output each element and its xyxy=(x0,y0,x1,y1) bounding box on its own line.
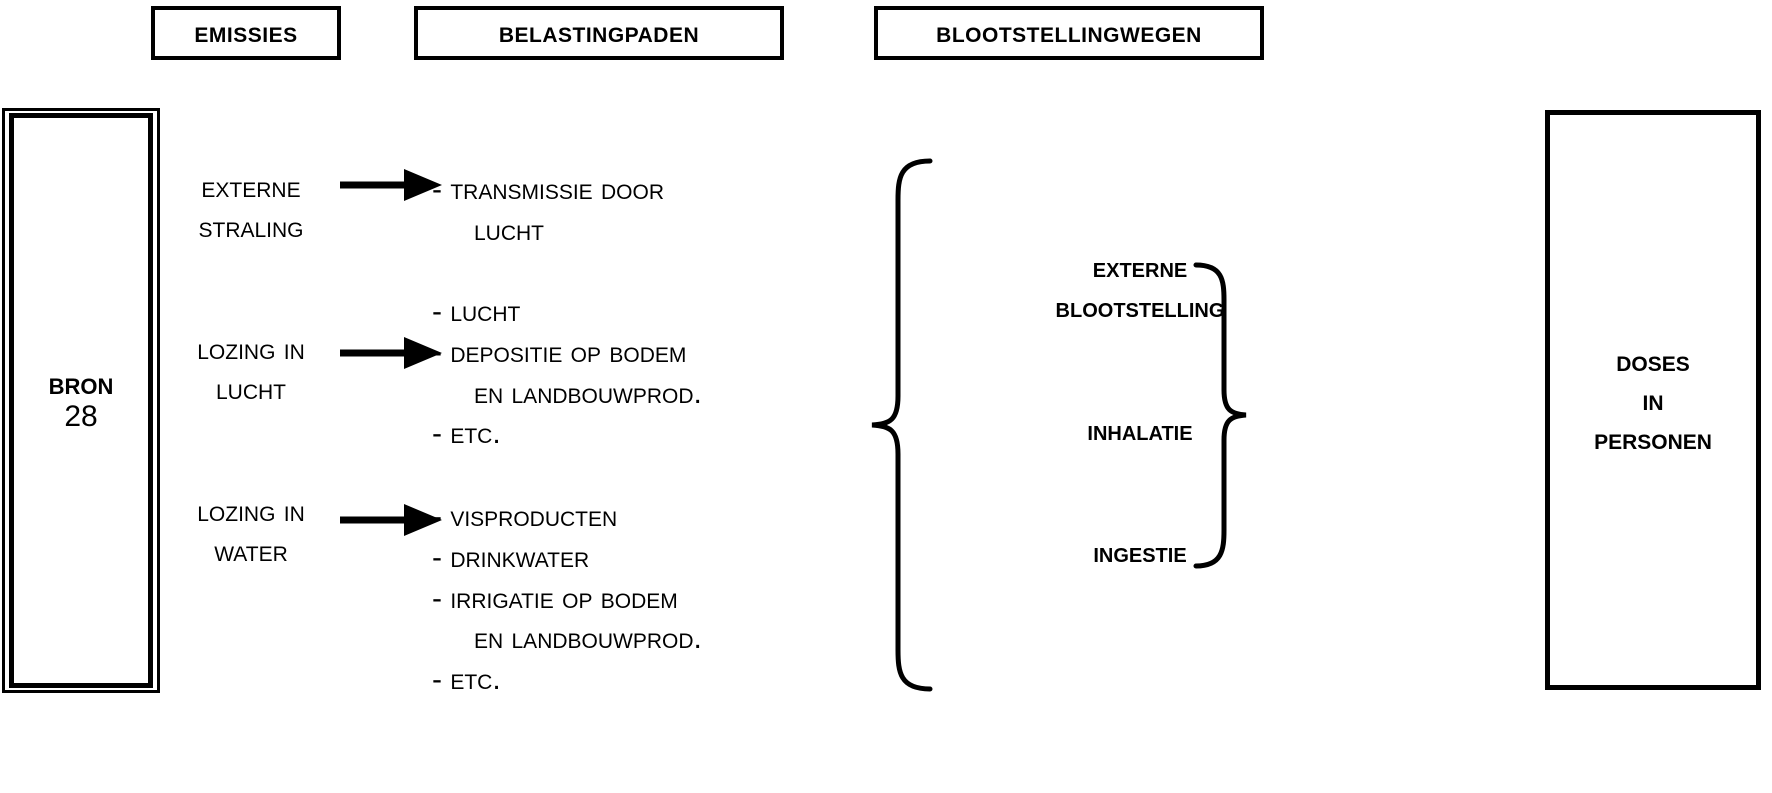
emission-line-2: Water xyxy=(214,534,288,568)
pathway-group-externe-straling: - Transmissie door Lucht xyxy=(432,170,664,252)
left-curly-brace-icon xyxy=(871,158,933,692)
source-box-title: Bron xyxy=(48,366,114,402)
emission-line-1: Lozing in xyxy=(197,495,305,528)
pathway-line: - Visproducten xyxy=(432,500,618,533)
exposure-label-inhalatie: Inhalatie xyxy=(930,411,1350,451)
emission-line-2: Straling xyxy=(198,210,304,244)
source-box: Bron 28 xyxy=(9,113,153,688)
header-box-blootstellingwegen: Blootstellingwegen xyxy=(874,6,1264,60)
dose-box: Doses in Personen xyxy=(1545,110,1761,690)
exposure-line-1: Inhalatie xyxy=(1087,415,1193,447)
dose-box-line-1: Doses xyxy=(1616,344,1690,378)
exposure-label-externe-blootstelling: Externe blootstelling xyxy=(930,248,1350,328)
right-arrow-icon xyxy=(340,169,442,201)
pathway-line: - Lucht xyxy=(432,295,521,328)
pathway-line: Lucht xyxy=(474,213,545,247)
pathway-line: - etc. xyxy=(432,663,501,697)
header-label-emissies: Emissies xyxy=(194,16,298,49)
exposure-label-ingestie: Ingestie xyxy=(930,533,1350,573)
header-box-emissies: Emissies xyxy=(151,6,341,60)
exposure-line-1: Externe xyxy=(1092,252,1188,284)
emission-line-2: Lucht xyxy=(215,372,286,406)
source-box-number: 28 xyxy=(64,400,98,434)
header-box-belastingpaden: Belastingpaden xyxy=(414,6,784,60)
exposure-line-1: Ingestie xyxy=(1093,537,1187,569)
header-label-belastingpaden: Belastingpaden xyxy=(498,16,700,49)
pathway-line: - etc. xyxy=(432,417,501,451)
emission-label-lozing-in-water: Lozing in Water xyxy=(176,492,326,571)
exposure-line-2: blootstelling xyxy=(1055,292,1225,325)
emission-line-1: Lozing in xyxy=(197,333,305,366)
pathway-line: - Irrigatie op Bodem xyxy=(432,581,678,615)
emission-label-externe-straling: Externe Straling xyxy=(176,168,326,247)
pathway-line: en Landbouwprod. xyxy=(474,622,702,656)
pathway-group-lozing-in-lucht: - Lucht - Depositie op Bodem en Landbouw… xyxy=(432,292,702,455)
pathway-line: - Transmissie door xyxy=(432,173,665,206)
pathway-line: en Landbouwprod. xyxy=(474,376,702,410)
header-label-blootstellingwegen: Blootstellingwegen xyxy=(936,16,1202,49)
emission-line-1: Externe xyxy=(201,171,301,204)
pathway-group-lozing-in-water: - Visproducten - Drinkwater - Irrigatie … xyxy=(432,497,702,701)
right-arrow-icon xyxy=(340,337,442,369)
right-arrow-icon xyxy=(340,504,442,536)
emission-label-lozing-in-lucht: Lozing in Lucht xyxy=(176,330,326,409)
dose-box-line-2: in xyxy=(1642,383,1664,417)
pathway-line: - Drinkwater xyxy=(432,540,590,574)
pathway-line: - Depositie op Bodem xyxy=(432,335,687,369)
dose-box-line-3: Personen xyxy=(1594,422,1712,456)
